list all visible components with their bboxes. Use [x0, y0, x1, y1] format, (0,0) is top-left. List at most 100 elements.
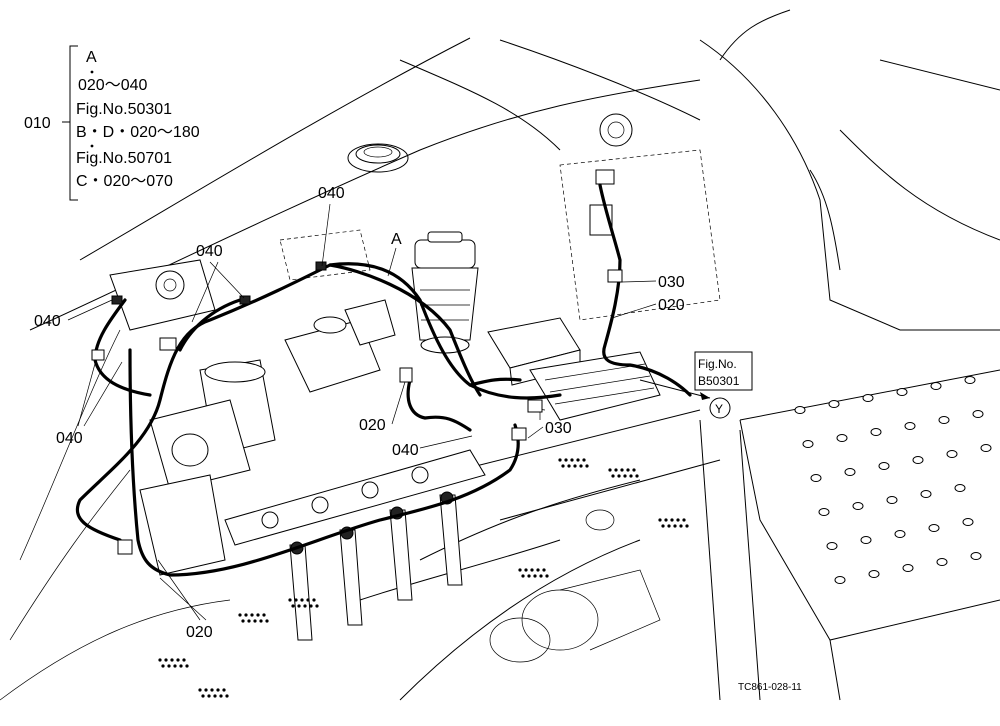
deck-hole [834, 576, 846, 584]
stipple-dot [608, 468, 612, 472]
stipple-dot [617, 474, 621, 478]
legend-line-a: A [86, 49, 97, 66]
stipple-dot [170, 658, 174, 662]
deck-hole [938, 416, 950, 424]
stipple [158, 458, 689, 698]
deck-hole [896, 388, 908, 396]
stipple-dot [297, 604, 301, 608]
pressure-sensor-top [589, 113, 633, 236]
legend-line-fig1: Fig.No.50301 [76, 101, 172, 118]
stipple-dot [216, 688, 220, 692]
ecu-module [487, 317, 661, 421]
stipple-dot [670, 518, 674, 522]
callout-020-bottom: 020 [186, 624, 213, 641]
stipple-dot [518, 568, 522, 572]
deck-hole [964, 376, 976, 384]
callout-020-upper: 020 [658, 297, 685, 314]
stipple-dot [262, 613, 266, 617]
legend-main-ref: 010 [24, 115, 51, 132]
injectors [289, 491, 463, 641]
stipple-dot [300, 598, 304, 602]
stipple-dot [303, 604, 307, 608]
stipple-dot [161, 664, 165, 668]
stipple-dot [661, 524, 665, 528]
stipple-dot [573, 464, 577, 468]
deck-hole [878, 462, 890, 470]
stipple-dot [185, 664, 189, 668]
deck-hole [902, 564, 914, 572]
stipple-dot [238, 613, 242, 617]
stipple-dot [241, 619, 245, 623]
stipple-dot [635, 474, 639, 478]
callout-040-center: 040 [392, 442, 419, 459]
stipple-dot [201, 694, 205, 698]
stipple-dot [315, 604, 319, 608]
egr-valve [284, 299, 396, 393]
stipple-dot [253, 619, 257, 623]
figref-target: Y [715, 402, 723, 416]
stipple-dot [682, 518, 686, 522]
stipple-dot [530, 568, 534, 572]
stipple-dot [213, 694, 217, 698]
deck-hole [836, 434, 848, 442]
stipple-dot [561, 464, 565, 468]
stipple-dot [620, 468, 624, 472]
deck-hole [802, 440, 814, 448]
deck-hole [904, 422, 916, 430]
stipple-dot [225, 694, 229, 698]
stipple-dot [256, 613, 260, 617]
stipple-dot [198, 688, 202, 692]
stipple-dot [558, 458, 562, 462]
deck-hole [972, 410, 984, 418]
legend-line-range3: C・020～070 [76, 173, 173, 190]
stipple-dot [291, 604, 295, 608]
stipple-dot [244, 613, 248, 617]
callout-040-bottom-left: 040 [56, 430, 83, 447]
deck-hole [862, 394, 874, 402]
stipple-dot [585, 464, 589, 468]
deck-hole [844, 468, 856, 476]
deck-hole [928, 524, 940, 532]
stipple-dot [614, 468, 618, 472]
stipple-dot [312, 598, 316, 602]
stipple-dot [265, 619, 269, 623]
callout-040-mid: 040 [196, 243, 223, 260]
callout-a: A [391, 231, 402, 248]
deck-hole [912, 456, 924, 464]
deck-hole [946, 450, 958, 458]
deck-hole [852, 502, 864, 510]
stipple-dot [167, 664, 171, 668]
stipple-dot [629, 474, 633, 478]
stipple-dot [611, 474, 615, 478]
stipple-dot [564, 458, 568, 462]
fuel-filter [411, 231, 479, 354]
callout-040-left: 040 [34, 313, 61, 330]
stipple-dot [664, 518, 668, 522]
stipple-dot [176, 658, 180, 662]
figref-line1: Fig.No. [698, 357, 737, 371]
stipple-dot [685, 524, 689, 528]
stipple-dot [521, 574, 525, 578]
legend-line-range2: B・D・020～180 [76, 124, 200, 141]
deck-hole [810, 474, 822, 482]
callout-030-lower: 030 [545, 420, 572, 437]
callouts: 040 040 040 040 040 A 030 020 020 030 02… [34, 185, 685, 641]
deck-hole [870, 428, 882, 436]
stipple-dot [570, 458, 574, 462]
stipple-dot [294, 598, 298, 602]
callout-040-top: 040 [318, 185, 345, 202]
wiring-harness [75, 183, 692, 577]
stipple-dot [309, 604, 313, 608]
deck-hole [954, 484, 966, 492]
stipple-dot [658, 518, 662, 522]
stipple-dot [247, 619, 251, 623]
stipple-dot [527, 574, 531, 578]
stipple-dot [288, 598, 292, 602]
stipple-dot [164, 658, 168, 662]
deck-hole [894, 530, 906, 538]
stipple-dot [623, 474, 627, 478]
stipple-dot [667, 524, 671, 528]
legend-line-fig2: Fig.No.50701 [76, 150, 172, 167]
drawing-code: TC861-028-11 [738, 682, 802, 693]
